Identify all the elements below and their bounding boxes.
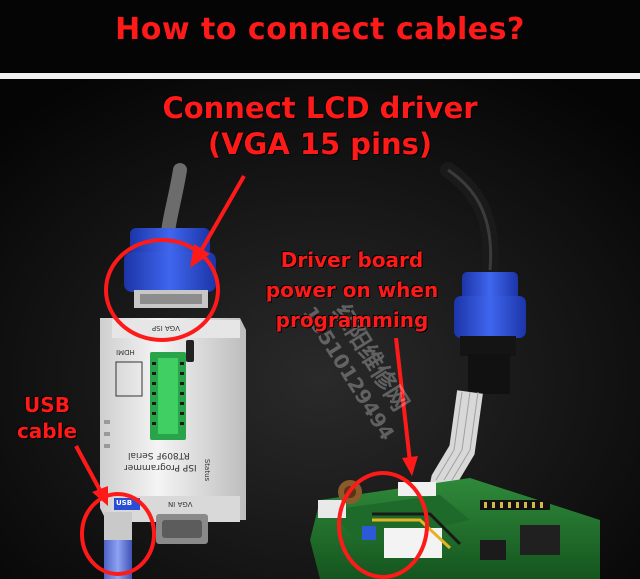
highlight-circle-board xyxy=(337,471,429,579)
arrow-to-usb xyxy=(74,445,108,506)
device-model-line1: RT809F Serial xyxy=(128,450,190,460)
vga-cable-grey xyxy=(161,163,187,239)
label-connect-lcd-line2: (VGA 15 pins) xyxy=(207,127,433,161)
usb-plug xyxy=(104,512,132,579)
label-driver-line1: Driver board xyxy=(280,248,424,272)
title-banner: How to connect cables? xyxy=(0,0,640,72)
usb-logo-badge xyxy=(114,498,140,510)
label-usb-line1: USB xyxy=(24,393,70,417)
banner-divider xyxy=(0,73,640,79)
highlight-circle-usb xyxy=(80,492,156,576)
label-driver-board: Driver board power on when programming xyxy=(222,245,482,335)
label-usb-line2: cable xyxy=(16,419,78,443)
label-driver-line3: programming xyxy=(275,308,429,332)
connection-photo xyxy=(0,79,640,579)
device-top-label: VGA ISP xyxy=(152,324,180,332)
label-connect-lcd-line1: Connect LCD driver xyxy=(162,91,478,125)
device-hdmi-label: HDMI xyxy=(116,348,135,356)
device-status-label: Status xyxy=(203,458,212,482)
highlight-circle-vga xyxy=(104,238,220,342)
vga-connector-right xyxy=(454,272,526,394)
label-driver-line2: power on when xyxy=(265,278,439,302)
device-vga-in-label: VGA IN xyxy=(168,500,193,508)
device-usb-logo: USB xyxy=(116,499,133,507)
label-connect-lcd: Connect LCD driver (VGA 15 pins) xyxy=(100,90,540,162)
isp-programmer-box xyxy=(100,318,246,544)
arrow-to-vga xyxy=(190,175,246,268)
arrow-to-board xyxy=(394,337,418,476)
device-model-line2: ISP Programmer xyxy=(124,462,197,472)
label-usb-cable: USB cable xyxy=(0,392,94,444)
banner-title: How to connect cables? xyxy=(115,12,525,47)
